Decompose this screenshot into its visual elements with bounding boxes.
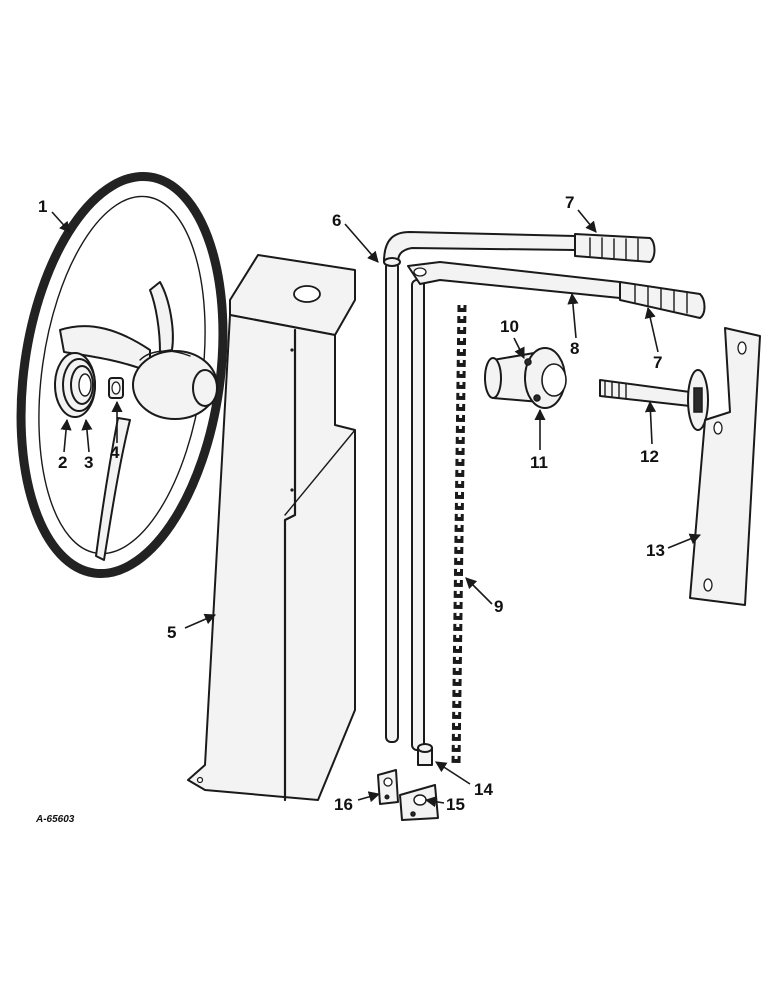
mounting-plate [689,327,761,606]
bracket-15 [399,784,439,821]
bracket-16 [377,769,399,805]
callout-3: 3 [84,453,93,472]
nut [108,377,124,399]
leader-lines [51,209,702,808]
bearing-rings [54,352,96,418]
sprocket-hub [484,347,567,409]
callout-7a: 7 [565,193,574,212]
steering-wheel [16,171,228,579]
callout-15: 15 [446,795,465,814]
bushing [417,743,433,766]
upper-control-lever [383,231,656,743]
roller-chain [451,304,467,766]
callout-labels: 1 2 3 4 5 6 7 7 8 9 10 11 12 13 14 15 16 [38,193,665,814]
callout-12: 12 [640,447,659,466]
splined-shaft [599,369,709,431]
callout-2: 2 [58,453,67,472]
callout-8: 8 [570,339,579,358]
callout-5: 5 [167,623,176,642]
lower-control-lever [407,261,706,751]
callout-11: 11 [530,453,548,472]
callout-13: 13 [646,541,665,560]
callout-14: 14 [474,780,493,799]
callout-6: 6 [332,211,341,230]
callout-16: 16 [334,795,353,814]
callout-1: 1 [38,197,47,216]
column-housing [187,254,356,802]
drawing-reference: A-65603 [35,814,75,825]
callout-10: 10 [500,317,519,336]
callout-4: 4 [110,443,120,462]
callout-9: 9 [494,597,503,616]
callout-7b: 7 [653,353,662,372]
